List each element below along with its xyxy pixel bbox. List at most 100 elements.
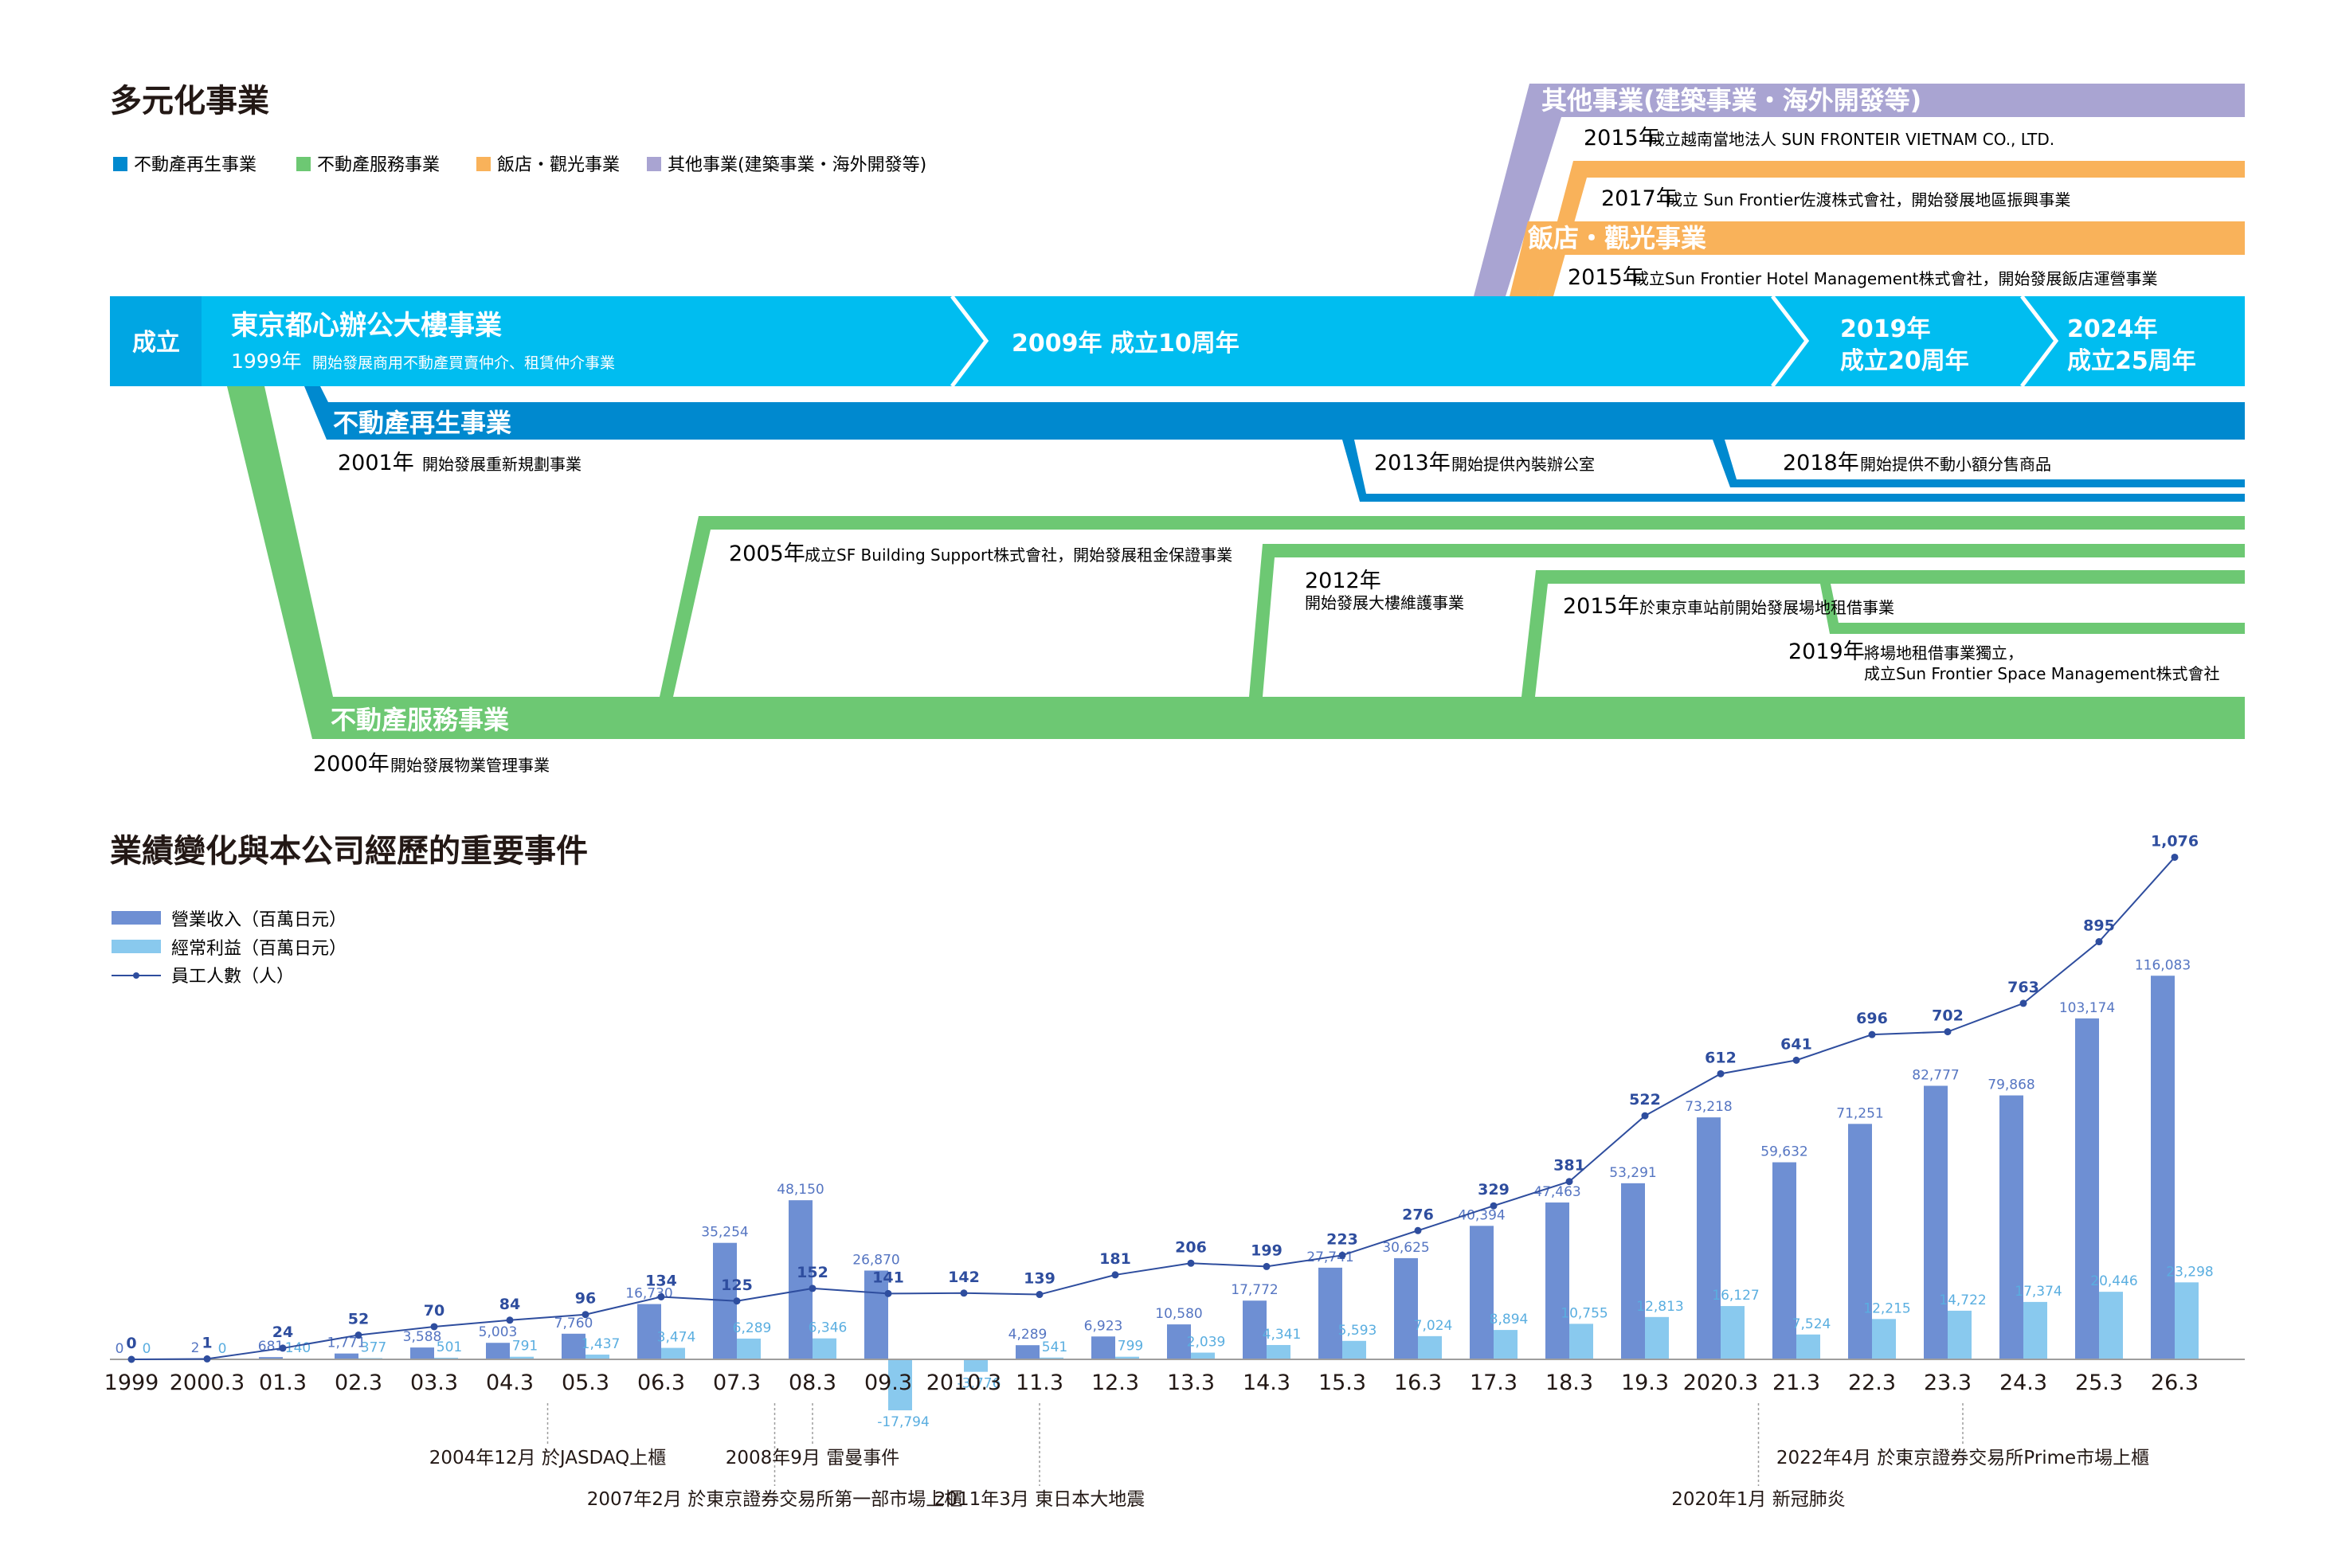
service-event-2005-text: 成立SF Building Support株式會社，開始發展租金保證事業 <box>805 545 1232 565</box>
profit-bar <box>1040 1357 1063 1359</box>
profit-label: 799 <box>1118 1339 1143 1355</box>
revenue-label: 6,923 <box>1084 1318 1123 1334</box>
employees-marker <box>1944 1028 1952 1036</box>
profit-bar <box>1569 1324 1593 1359</box>
x-tick-label: 09.3 <box>864 1371 912 1395</box>
profit-label: 7,524 <box>1792 1316 1831 1332</box>
profit-label: 1,437 <box>582 1336 621 1352</box>
revenue-label: 53,291 <box>1609 1165 1656 1181</box>
employees-label: 1,076 <box>2151 832 2199 850</box>
revenue-bar <box>2151 976 2175 1359</box>
profit-bar <box>2023 1301 2047 1359</box>
profit-label: -3,776 <box>958 1376 1001 1392</box>
profit-label: 3,474 <box>657 1330 696 1346</box>
event-label: 2022年4月 於東京證券交易所Prime市場上櫃 <box>1776 1448 2149 1468</box>
employees-label: 763 <box>2007 979 2039 996</box>
x-tick-label: 2020.3 <box>1683 1371 1758 1395</box>
event-label: 2020年1月 新冠肺炎 <box>1671 1489 1845 1510</box>
profit-bar-negative <box>888 1359 912 1410</box>
employees-label: 142 <box>948 1269 980 1286</box>
employees-label: 125 <box>721 1277 753 1294</box>
service-event-2000-year: 2000年 <box>313 752 390 776</box>
profit-bar <box>434 1357 458 1359</box>
employees-label: 276 <box>1402 1206 1434 1223</box>
legend-swatch-profit <box>112 940 161 953</box>
revenue-label: 4,289 <box>1008 1327 1048 1343</box>
employees-marker <box>279 1344 287 1352</box>
profit-label: 377 <box>361 1339 386 1355</box>
profit-bar <box>813 1338 836 1359</box>
x-tick-label: 22.3 <box>1848 1371 1896 1395</box>
revenue-bar <box>864 1270 888 1359</box>
legend-label-profit: 經常利益（百萬日元） <box>171 939 347 959</box>
profit-bar <box>1948 1310 1972 1359</box>
profit-label: 12,215 <box>1863 1300 1910 1316</box>
service-event-2012-text: 開始發展大樓維護事業 <box>1305 593 1464 612</box>
event-label: 2011年3月 東日本大地震 <box>934 1489 1145 1510</box>
profit-bar <box>1796 1334 1820 1359</box>
profit-bar <box>1872 1319 1896 1359</box>
revenue-bar <box>259 1357 283 1359</box>
employees-label: 223 <box>1326 1230 1358 1248</box>
x-tick-label: 04.3 <box>486 1371 534 1395</box>
revenue-label: 73,218 <box>1685 1099 1732 1115</box>
main-bar-chevron-1 <box>950 295 989 388</box>
employees-marker <box>1187 1259 1195 1267</box>
revenue-bar <box>1848 1124 1872 1359</box>
service-event-2019-year: 2019年 <box>1788 639 1865 664</box>
revitalization-event-2018-year: 2018年 <box>1783 451 1859 475</box>
revenue-bar <box>637 1304 661 1359</box>
revenue-label: 47,463 <box>1533 1184 1580 1200</box>
profit-label: 20,446 <box>2090 1273 2137 1289</box>
revenue-bar <box>1697 1117 1721 1359</box>
revenue-label: 35,254 <box>701 1225 748 1241</box>
employees-label: 612 <box>1705 1049 1737 1066</box>
timeline-title: 多元化事業 <box>110 83 269 119</box>
x-tick-label: 08.3 <box>789 1371 836 1395</box>
service-line-2015 <box>1521 570 2245 697</box>
x-tick-label: 19.3 <box>1621 1371 1669 1395</box>
profit-bar <box>510 1356 534 1359</box>
revenue-bar <box>1394 1257 1418 1359</box>
employees-marker <box>657 1292 665 1300</box>
employees-label: 522 <box>1629 1091 1661 1109</box>
service-event-2019-text2: 成立Sun Frontier Space Management株式會社 <box>1864 664 2219 683</box>
employees-label: 96 <box>575 1290 596 1308</box>
revenue-label: 2 <box>191 1340 200 1356</box>
revenue-label: 7,760 <box>554 1316 593 1331</box>
revenue-bar <box>335 1353 358 1359</box>
x-tick-label: 17.3 <box>1470 1371 1518 1395</box>
service-event-2015-year: 2015年 <box>1563 594 1639 619</box>
x-tick-label: 21.3 <box>1772 1371 1820 1395</box>
revitalization-event-2013-text: 開始提供內裝辦公室 <box>1451 455 1595 474</box>
legend-marker-employees <box>133 972 139 979</box>
revenue-bar <box>1243 1300 1267 1359</box>
employees-label: 1 <box>202 1334 212 1351</box>
milestone-25th-text: 成立25周年 <box>2067 347 2196 375</box>
service-business-title: 不動產服務事業 <box>331 705 509 735</box>
revitalization-event-2001-year: 2001年 <box>338 451 414 475</box>
employees-marker <box>733 1297 741 1305</box>
event-label: 2007年2月 於東京證券交易所第一部市場上櫃 <box>587 1489 962 1510</box>
profit-bar <box>1494 1330 1518 1359</box>
employees-marker <box>1565 1178 1573 1186</box>
employees-label: 152 <box>797 1264 828 1281</box>
milestone-20th-year: 2019年 <box>1840 315 1931 343</box>
employees-label: 134 <box>645 1272 677 1289</box>
other-business-bar <box>1474 84 2245 296</box>
x-tick-label: 18.3 <box>1545 1371 1593 1395</box>
performance-title: 業績變化與本公司經歷的重要事件 <box>110 833 588 870</box>
employees-label: 329 <box>1478 1181 1510 1198</box>
revenue-label: 30,625 <box>1382 1240 1429 1256</box>
employees-label: 702 <box>1932 1007 1964 1025</box>
revenue-label: 40,394 <box>1458 1207 1505 1223</box>
legend-label-service: 不動產服務事業 <box>317 155 440 175</box>
milestone-10th: 2009年 成立10周年 <box>1012 330 1239 358</box>
revenue-bar <box>1167 1324 1191 1359</box>
employees-label: 199 <box>1251 1241 1283 1259</box>
profit-bar <box>1721 1306 1745 1359</box>
revenue-label: 10,580 <box>1155 1306 1202 1322</box>
profit-bar-negative <box>964 1359 988 1372</box>
revenue-label: 103,174 <box>2059 1000 2115 1016</box>
hotel-business-bar <box>1510 221 2245 296</box>
